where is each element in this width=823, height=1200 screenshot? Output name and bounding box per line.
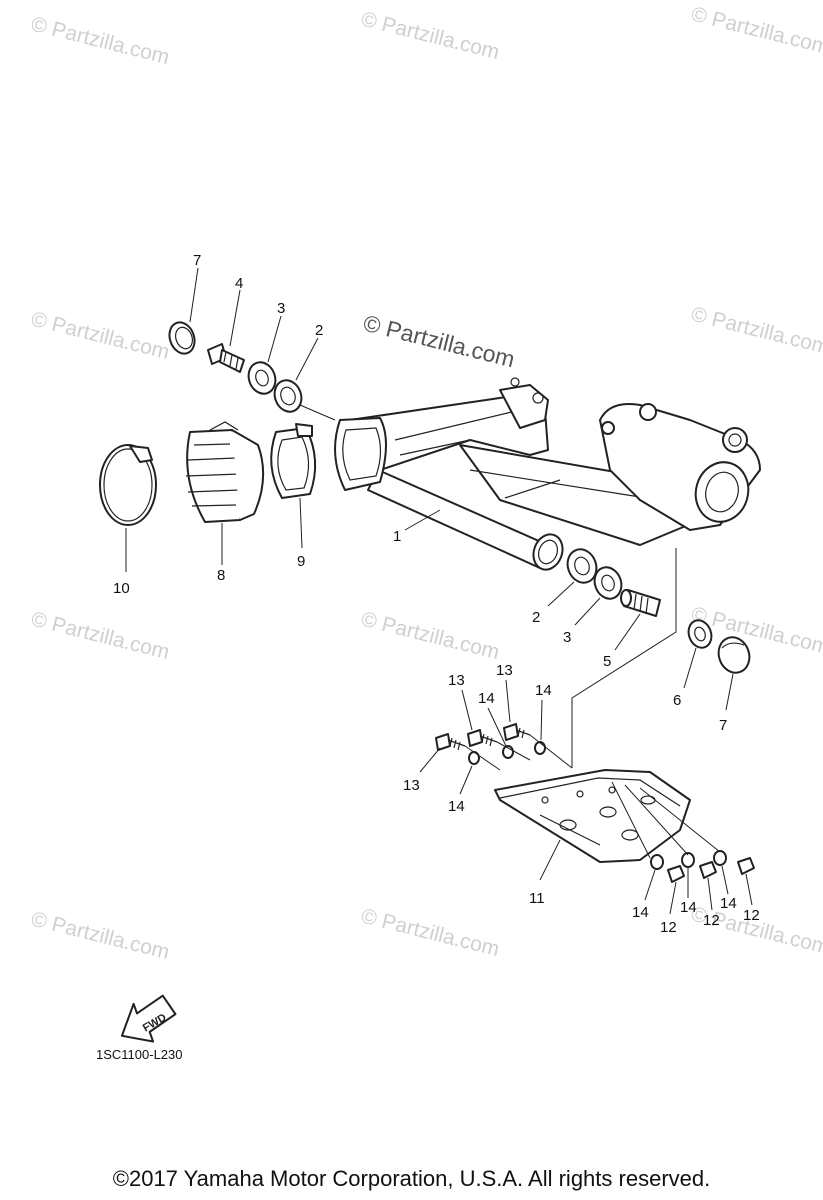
- callout-3: 3: [563, 629, 571, 646]
- swingarm-part: [334, 377, 761, 571]
- watermark: © Partzilla.com: [29, 608, 172, 665]
- pivot-bolt-part: [207, 343, 245, 373]
- callout-8: 8: [217, 567, 225, 584]
- bolt-part: [435, 733, 466, 751]
- fwd-arrow: FWD: [120, 994, 177, 1043]
- callout-14: 14: [478, 690, 495, 707]
- callout-13: 13: [448, 672, 465, 689]
- callout-2: 2: [532, 609, 540, 626]
- watermark: © Partzilla.com: [359, 905, 502, 962]
- guard-plate-part: [494, 769, 691, 863]
- callout-12: 12: [703, 912, 720, 929]
- clamp-part: [99, 444, 157, 526]
- callout-7: 7: [719, 717, 727, 734]
- callout-10: 10: [113, 580, 130, 597]
- watermark: © Partzilla.com: [689, 3, 823, 60]
- callout-13: 13: [496, 662, 513, 679]
- callout-14: 14: [720, 895, 737, 912]
- callout-1: 1: [393, 528, 401, 545]
- seal-part-top: [247, 361, 277, 395]
- callout-12: 12: [660, 919, 677, 936]
- callout-13: 13: [403, 777, 420, 794]
- bolt-part: [467, 729, 498, 747]
- nut-part: [687, 619, 713, 649]
- spacer-part: [468, 741, 727, 870]
- callout-2: 2: [315, 322, 323, 339]
- bearing-part-bottom: [566, 548, 598, 584]
- watermark-center: © Partzilla.com: [361, 310, 518, 373]
- cap-part-top: [168, 321, 196, 355]
- diagram-code: 1SC1100-L230: [96, 1047, 183, 1062]
- nut-small-part: [667, 857, 755, 883]
- callout-6: 6: [673, 692, 681, 709]
- pivot-shaft-part: [620, 589, 661, 617]
- bearing-part-top: [273, 379, 303, 413]
- callout-7: 7: [193, 252, 201, 269]
- callout-14: 14: [448, 798, 465, 815]
- callout-5: 5: [603, 653, 611, 670]
- bolt-part: [503, 723, 531, 741]
- callout-11: 11: [529, 890, 545, 907]
- watermark: © Partzilla.com: [29, 908, 172, 965]
- watermark: © Partzilla.com: [359, 8, 502, 65]
- callout-14: 14: [632, 904, 649, 921]
- gasket-part: [270, 423, 317, 499]
- callout-14: 14: [535, 682, 552, 699]
- watermark: © Partzilla.com: [359, 608, 502, 665]
- callout-12: 12: [743, 907, 760, 924]
- callout-9: 9: [297, 553, 305, 570]
- callout-14: 14: [680, 899, 697, 916]
- callout-3: 3: [277, 300, 285, 317]
- callout-labels: 1 2 2 3 3 4 5 6 7 7 8 9 10 11 12 12 12 1…: [113, 252, 760, 936]
- watermark: © Partzilla.com: [689, 303, 823, 360]
- callout-4: 4: [235, 275, 243, 292]
- watermark: © Partzilla.com: [29, 13, 172, 70]
- seal-part-bottom: [593, 566, 623, 600]
- cap-part-bottom: [717, 636, 751, 674]
- boot-part: [185, 421, 265, 523]
- copyright-notice: ©2017 Yamaha Motor Corporation, U.S.A. A…: [112, 1166, 711, 1191]
- watermark: © Partzilla.com: [29, 308, 172, 365]
